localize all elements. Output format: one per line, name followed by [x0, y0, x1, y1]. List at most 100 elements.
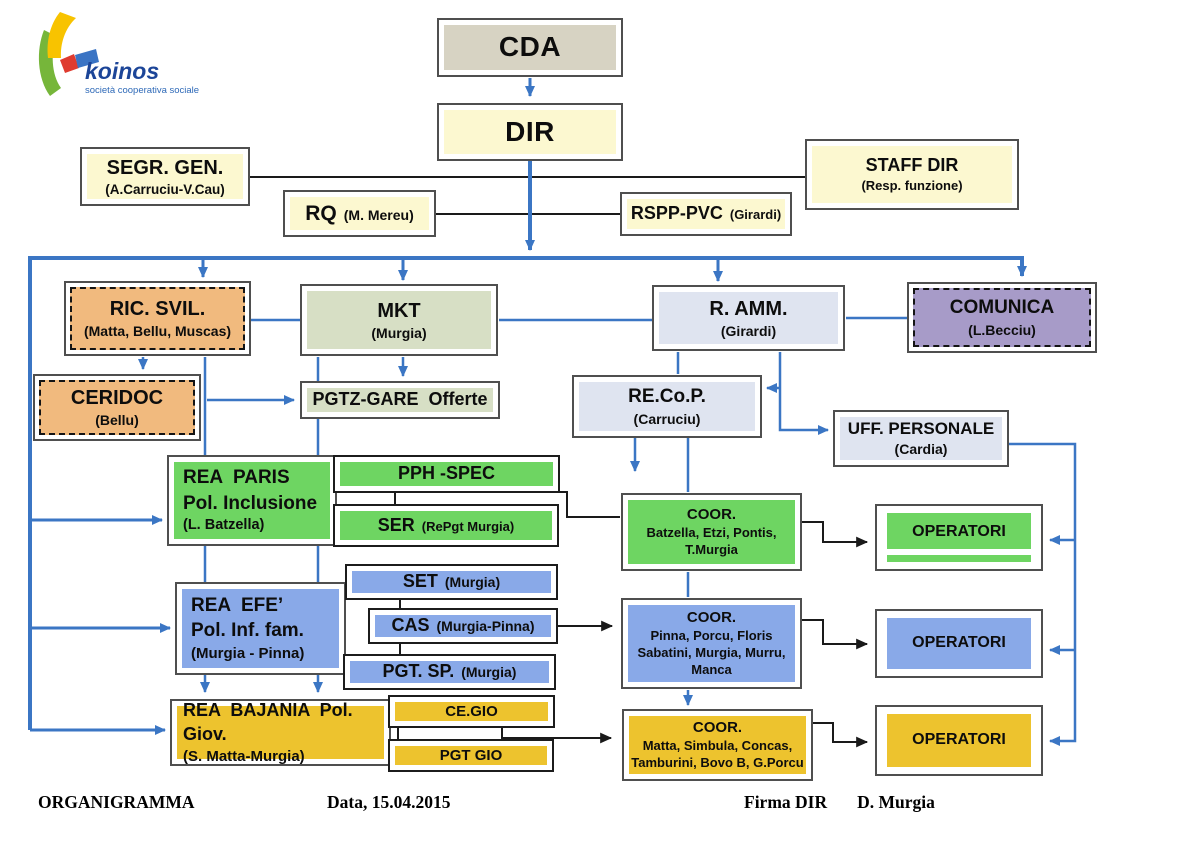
node-cas-fill	[375, 615, 551, 637]
node-operatori-inclusione: OPERATORI	[875, 504, 1043, 571]
node-set-fill	[352, 571, 551, 593]
logo-wordmark: koinos	[85, 58, 160, 84]
node-comunica-sub: (L.Becciu)	[968, 321, 1036, 338]
node-rea-paris-line1: REA PARIS	[183, 467, 290, 489]
node-rea-bajania: REA BAJANIA Pol. Giov. (S. Matta-Murgia)	[170, 699, 391, 766]
node-ser-title: SER	[377, 514, 415, 535]
node-pgt-gio-fill	[395, 746, 547, 765]
node-uff-personale-sub: (Cardia)	[894, 441, 948, 458]
node-rea-bajania-line2: (S. Matta-Murgia)	[183, 747, 305, 765]
node-dir-fill	[444, 110, 616, 154]
node-dir-title: DIR	[505, 115, 555, 147]
node-r-amm: R. AMM. (Girardi)	[652, 285, 845, 351]
node-recop-fill	[579, 382, 755, 431]
node-pgt-sp: PGT. SP. (Murgia)	[343, 654, 556, 690]
node-rea-paris-line2: Pol. Inclusione	[183, 492, 318, 514]
node-operatori-giovani-fill	[887, 714, 1031, 767]
node-segr-gen-title: SEGR. GEN.	[106, 156, 224, 179]
node-coor-inclusione: COOR. Batzella, Etzi, Pontis, T.Murgia	[621, 493, 802, 571]
node-uff-personale: UFF. PERSONALE (Cardia)	[833, 410, 1009, 467]
node-rq: RQ (M. Mereu)	[283, 190, 436, 237]
node-operatori-inclusione-title: OPERATORI	[912, 523, 1006, 541]
node-coor-inf-fam-line3: Sabatini, Murgia, Murru,	[637, 644, 786, 660]
node-mkt-sub: (Murgia)	[371, 324, 427, 341]
node-ser-sub: (RePgt Murgia)	[421, 518, 515, 534]
node-ce-gio-fill	[395, 702, 548, 721]
signature-label: Firma DIR	[744, 792, 828, 812]
document-date: Data, 15.04.2015	[327, 792, 451, 812]
node-pgtz-gare-fill	[307, 388, 493, 412]
connector-uff-operatori-rail	[1009, 442, 1077, 746]
node-coor-inclusione-line1: COOR.	[686, 506, 737, 524]
logo-tagline: società cooperativa sociale	[85, 85, 200, 96]
connector-cegio-coor	[501, 728, 613, 744]
logo-yellow-stroke	[47, 12, 76, 58]
node-coor-inf-fam-line1: COOR.	[686, 609, 737, 627]
node-set-title: SET	[402, 571, 438, 592]
node-staff-dir-fill	[812, 146, 1012, 203]
node-coor-inclusione-line3: T.Murgia	[685, 541, 738, 557]
node-coor-giovani-line3: Tamburini, Bovo B, G.Porcu	[631, 754, 804, 770]
logo-green-stroke	[38, 30, 61, 96]
node-coor-inclusione-line2: Batzella, Etzi, Pontis,	[646, 524, 777, 540]
node-operatori-giovani: OPERATORI	[875, 705, 1043, 776]
node-staff-dir-sub: (Resp. funzione)	[861, 177, 963, 193]
node-pgt-sp-sub: (Murgia)	[461, 664, 517, 681]
node-rq-sub: (M. Mereu)	[343, 206, 414, 223]
node-coor-giovani-line1: COOR.	[692, 719, 743, 737]
node-pgt-gio-title: PGT GIO	[439, 746, 503, 764]
node-coor-inf-fam-line4: Manca	[691, 661, 732, 677]
node-rspp-pvc: RSPP-PVC (Girardi)	[620, 192, 792, 236]
node-coor-inf-fam-fill	[628, 605, 795, 682]
node-rea-efe-line3: (Murgia - Pinna)	[191, 645, 305, 663]
node-comunica-title: COMUNICA	[949, 297, 1055, 319]
node-ser-fill	[340, 511, 552, 540]
node-comunica-fill	[913, 288, 1091, 347]
node-cda-title: CDA	[498, 31, 562, 63]
node-ric-svil-fill	[70, 287, 245, 350]
connector-pph-coor	[558, 491, 620, 518]
connector-main-bus	[28, 256, 1027, 730]
node-uff-personale-title: UFF. PERSONALE	[847, 419, 995, 439]
node-rea-paris-line3: (L. Batzella)	[183, 517, 265, 534]
node-cda: CDA	[437, 18, 623, 77]
node-segr-gen-fill	[87, 154, 243, 199]
node-pph-spec-title: PPH -SPEC	[397, 463, 496, 484]
node-cas-sub: (Murgia-Pinna)	[436, 618, 535, 635]
node-dir: DIR	[437, 103, 623, 161]
connector-coor-operatori-gold	[813, 722, 869, 748]
node-ric-svil-title: RIC. SVIL.	[109, 298, 206, 321]
node-operatori-inclusione-strip	[887, 555, 1031, 562]
node-operatori-inf-fam: OPERATORI	[875, 609, 1043, 678]
node-segr-gen-sub: (A.Carruciu-V.Cau)	[105, 181, 225, 197]
node-recop-title: RE.Co.P.	[628, 386, 706, 408]
node-pph-spec-fill	[340, 462, 553, 486]
connector-ramm-uff	[778, 352, 829, 435]
node-staff-dir-title: STAFF DIR	[865, 155, 959, 176]
node-segr-gen: SEGR. GEN. (A.Carruciu-V.Cau)	[80, 147, 250, 206]
node-ric-svil-sub: (Matta, Bellu, Muscas)	[83, 323, 232, 340]
node-operatori-inclusione-fill	[887, 513, 1031, 549]
node-rea-efe-fill	[182, 589, 339, 668]
connector-coor-operatori-green	[802, 521, 869, 548]
node-r-amm-sub: (Girardi)	[720, 322, 777, 339]
node-set: SET (Murgia)	[345, 564, 558, 600]
document-title: ORGANIGRAMMA	[38, 792, 195, 812]
node-pgt-gio: PGT GIO	[388, 739, 554, 772]
node-ce-gio: CE.GIO	[388, 695, 555, 728]
node-rea-paris: REA PARIS Pol. Inclusione (L. Batzella)	[167, 455, 337, 546]
node-mkt-fill	[307, 291, 491, 349]
logo-red-stroke	[60, 54, 79, 73]
node-rea-bajania-fill	[177, 706, 384, 759]
node-operatori-inf-fam-title: OPERATORI	[912, 634, 1006, 652]
node-rea-paris-fill	[174, 462, 330, 539]
node-pgtz-gare: PGTZ-GARE Offerte	[300, 381, 500, 419]
logo-blue-stroke	[75, 49, 99, 68]
signature-name: D. Murgia	[857, 792, 935, 812]
node-rea-efe: REA EFE’ Pol. Inf. fam. (Murgia - Pinna)	[175, 582, 346, 675]
node-cas-title: CAS	[391, 615, 430, 636]
node-pgtz-gare-title: PGTZ-GARE Offerte	[312, 389, 488, 410]
node-mkt: MKT (Murgia)	[300, 284, 498, 356]
